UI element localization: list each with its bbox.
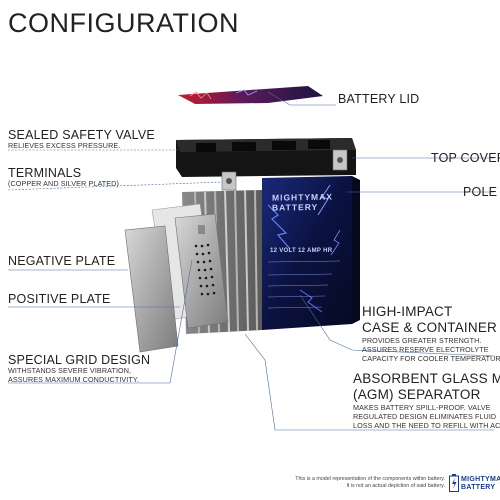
battery-brand-text: MIGHTYMAX BATTERY — [272, 191, 348, 213]
agm-separator-desc-1: MAKES BATTERY SPILL-PROOF. VALVE — [353, 403, 491, 412]
battery-brand-line2: BATTERY — [272, 201, 319, 213]
terminal-left — [221, 171, 237, 191]
high-impact-case-desc-1: PROVIDES GREATER STRENGTH. — [362, 336, 482, 345]
brand-logo-line1: MIGHTYMAX — [461, 476, 500, 483]
pole-label: POLE — [463, 185, 498, 199]
special-grid-design-label: SPECIAL GRID DESIGN — [8, 353, 151, 367]
brand-logo-line2: BATTERY — [461, 484, 496, 491]
footer-line-1: This is a model representation of the co… — [295, 476, 445, 482]
special-grid-design-desc-1: WITHSTANDS SEVERE VIBRATION, — [8, 366, 132, 375]
sealed-safety-valve-desc: RELIEVES EXCESS PRESSURE. — [8, 141, 121, 150]
special-grid-design-desc-2: ASSURES MAXIMUM CONDUCTIVITY. — [8, 375, 139, 384]
sealed-safety-valve-label: SEALED SAFETY VALVE — [8, 128, 155, 142]
agm-separator-label-2: (AGM) SEPARATOR — [353, 387, 481, 402]
battery-case-shape — [262, 176, 360, 330]
top-cover-label: TOP COVER — [431, 151, 500, 165]
page-title: CONFIGURATION — [8, 8, 239, 38]
leader-lines — [7, 91, 495, 431]
agm-separator-label-1: ABSORBENT GLASS MAT — [353, 371, 500, 386]
top-cover-shape — [176, 138, 356, 177]
footer-line-2: It is not an actual depiction of said ba… — [346, 482, 445, 489]
battery-lid-label: BATTERY LID — [338, 92, 420, 106]
high-impact-case-label-1: HIGH-IMPACT — [362, 304, 453, 319]
battery-logo-icon — [449, 474, 459, 492]
positive-plate-label: POSITIVE PLATE — [8, 292, 111, 306]
high-impact-case-label-2: CASE & CONTAINER — [362, 320, 497, 335]
negative-plate-label: NEGATIVE PLATE — [8, 254, 116, 268]
footer-disclaimer: This is a model representation of the co… — [220, 476, 445, 489]
negative-plate-shape — [124, 225, 179, 353]
high-impact-case-desc-3: CAPACITY FOR COOLER TEMPERATURES. — [362, 354, 500, 363]
battery-lid-shape — [178, 86, 323, 104]
high-impact-case-desc-2: ASSURES RESERVE ELECTROLYTE — [362, 345, 489, 354]
positive-plate-shape — [174, 213, 229, 329]
terminals-desc: (COPPER AND SILVER PLATED) — [8, 179, 119, 188]
brand-logo-text: MIGHTYMAX BATTERY — [461, 476, 500, 492]
terminal-right — [332, 149, 348, 171]
agm-separator-desc-2: REGULATED DESIGN ELIMINATES FLUID — [353, 412, 497, 421]
terminals-label: TERMINALS — [8, 166, 82, 180]
agm-separator-desc-3: LOSS AND THE NEED TO REFILL WITH ACID. — [353, 421, 500, 430]
battery-spec-text: 12 VOLT 12 AMP HR — [270, 248, 333, 254]
